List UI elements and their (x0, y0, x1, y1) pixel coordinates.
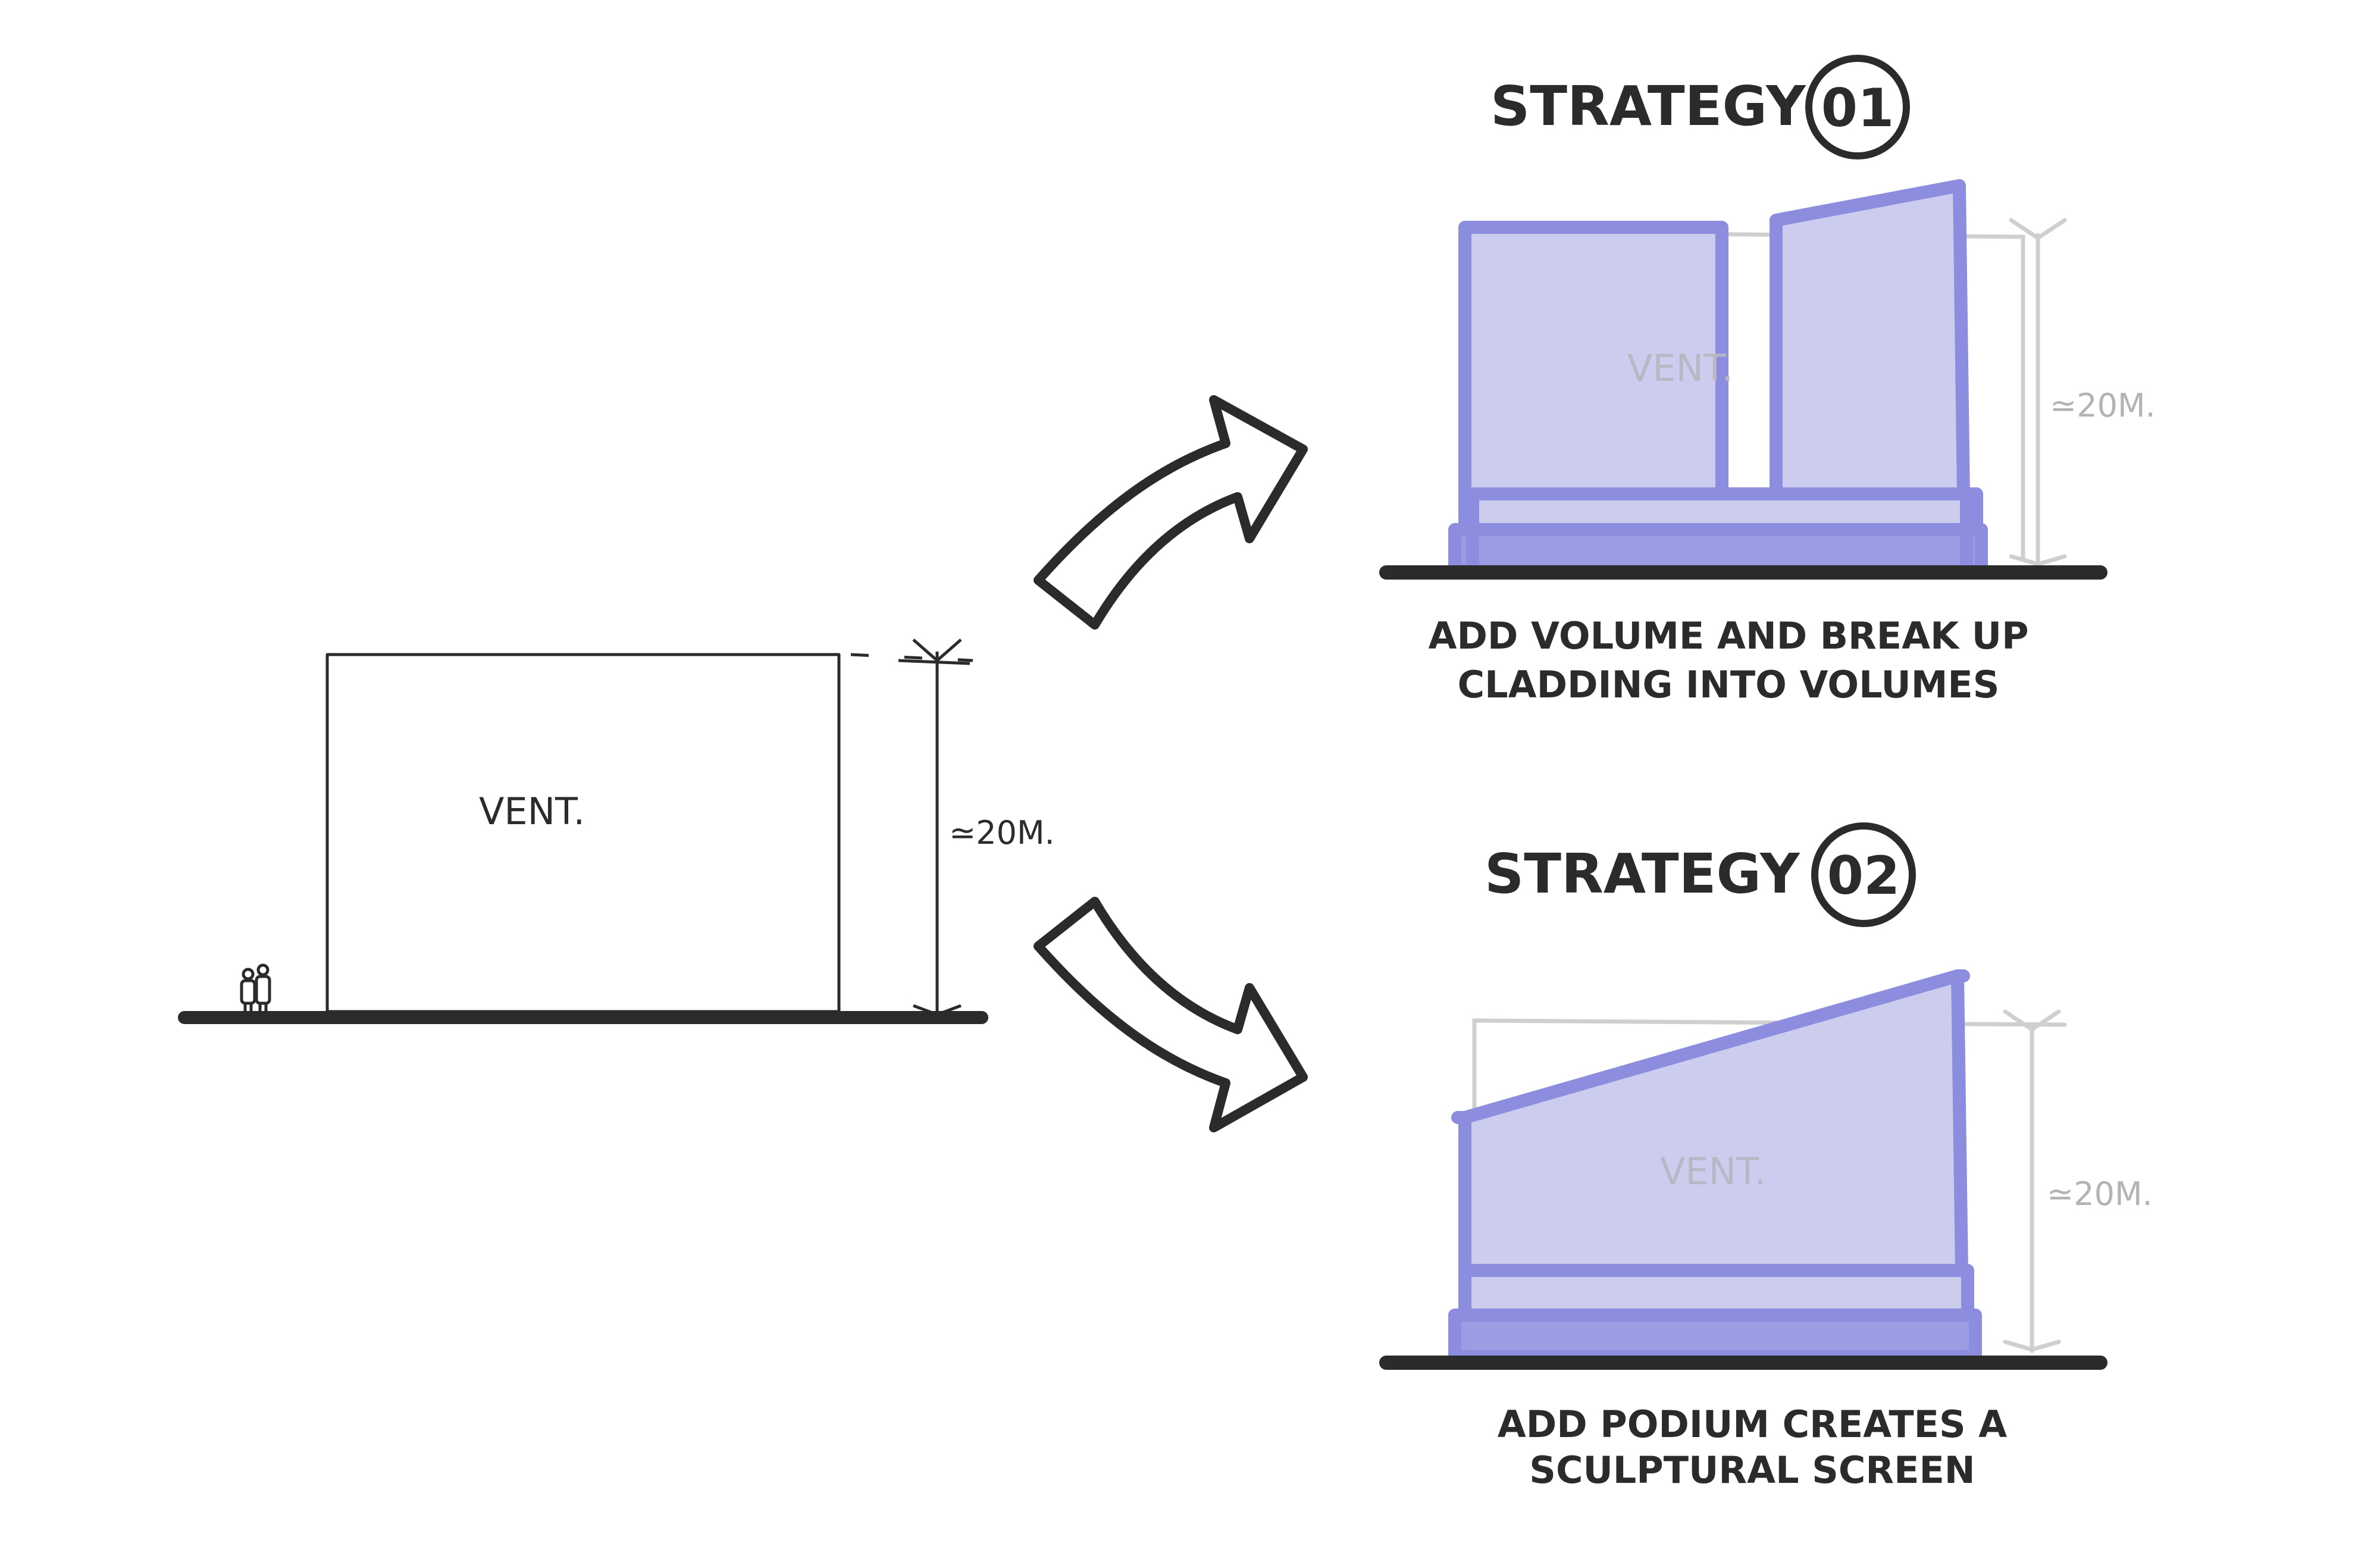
strategy-02-title: STRATEGY (1485, 842, 1800, 906)
strategy-01-height-dimension: ≃20M. (2009, 218, 2156, 568)
arrow-to-strategy-01 (1034, 395, 1308, 630)
strategy-02-group: STRATEGY 02 VENT. ≃20M. ADD PODIUM CREAT… (1379, 822, 2153, 1492)
strategy-01-caption-line2: CLADDING INTO VOLUMES (1458, 663, 2000, 706)
strategy-01-height-label: ≃20M. (2050, 387, 2156, 424)
strategy-01-number-circle (1805, 55, 1910, 159)
strategy-01-building-label: VENT. (1627, 346, 1733, 390)
strategy-01-number: 01 (1821, 77, 1894, 139)
existing-height-label: ≃20M. (949, 814, 1055, 852)
strategy-02-caption-line2: SCULPTURAL SCREEN (1529, 1448, 1975, 1492)
strategy-01-title: STRATEGY (1490, 74, 1806, 138)
strategy-02-number-circle (1811, 822, 1916, 927)
strategy-02-building-label: VENT. (1660, 1150, 1766, 1193)
strategy-02-height-dimension: ≃20M. (2003, 1009, 2153, 1353)
strategy-01-caption-line1: ADD VOLUME AND BREAK UP (1428, 614, 2028, 658)
strategy-02-number: 02 (1827, 845, 1900, 906)
strategy-01-group: STRATEGY 01 VENT. ≃20M. ADD VOLUME AND B… (1379, 55, 2156, 706)
strategy-02-caption-line1: ADD PODIUM CREATES A (1498, 1403, 2007, 1446)
existing-building-group: VENT. ≃20M. (178, 638, 1055, 1024)
existing-building-outline (325, 653, 841, 1013)
existing-building-label: VENT. (479, 790, 585, 833)
people-scale-figures (240, 963, 271, 1015)
strategy-02-height-label: ≃20M. (2047, 1175, 2153, 1213)
existing-height-dimension: ≃20M. (850, 638, 1055, 1016)
arrow-to-strategy-02 (1034, 897, 1308, 1132)
